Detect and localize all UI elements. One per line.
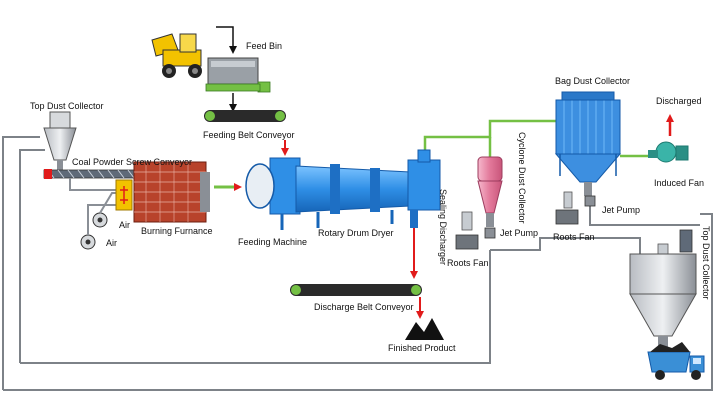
outer-return-duct bbox=[2, 136, 40, 390]
loader-to-bin-arrow bbox=[216, 26, 237, 54]
coal-powder-screw-conveyor-label: Coal Powder Screw Conveyor bbox=[72, 157, 193, 167]
jet-pump-1-label: Jet Pump bbox=[500, 228, 539, 238]
bag-dust-collector-label: Bag Dust Collector bbox=[555, 76, 631, 86]
inner-return-duct-left bbox=[19, 149, 45, 363]
jet-pump-2-label: Jet Pump bbox=[602, 205, 641, 215]
rotary-drum-dryer-icon bbox=[245, 149, 441, 230]
top-dust-collector-left-icon bbox=[43, 111, 77, 170]
feeding-belt-conveyor-icon bbox=[204, 110, 286, 122]
duct-jet-pump-2 bbox=[589, 205, 700, 226]
roots-fan-2-label: Roots Fan bbox=[553, 232, 595, 242]
return-duct-lines bbox=[2, 136, 713, 391]
top-dust-collector-right-label: Top Dust Collector bbox=[701, 226, 711, 300]
sealing-discharger-label: Sealing Discharger bbox=[438, 189, 448, 266]
finished-product-pile-icon bbox=[405, 318, 444, 340]
feeding-belt-conveyor-label: Feeding Belt Conveyor bbox=[203, 130, 295, 140]
roots-fan-1-icon bbox=[455, 211, 479, 250]
discharge-belt-conveyor-label: Discharge Belt Conveyor bbox=[314, 302, 414, 312]
top-dust-collector-right-icon bbox=[629, 229, 697, 348]
cyclone-dust-collector-label: Cyclone Dust Collector bbox=[517, 132, 527, 224]
burning-furnace-label: Burning Furnance bbox=[141, 226, 213, 236]
roots-fan-2-icon bbox=[555, 191, 579, 225]
dump-truck-icon bbox=[647, 342, 705, 380]
air-label-2: Air bbox=[106, 238, 117, 248]
feeding-machine-label: Feeding Machine bbox=[238, 237, 308, 247]
cyclone-dust-collector-icon bbox=[477, 156, 503, 227]
air-label-1: Air bbox=[119, 220, 130, 230]
air-blower-2-icon bbox=[80, 204, 125, 250]
bag-dust-collector-icon bbox=[554, 91, 622, 196]
top-dust-collector-left-label: Top Dust Collector bbox=[30, 101, 104, 111]
burning-furnace-icon bbox=[115, 161, 210, 223]
roots-fan-1-label: Roots Fan bbox=[447, 258, 489, 268]
induced-fan-label: Induced Fan bbox=[654, 178, 705, 188]
rotary-drum-dryer-label: Rotary Drum Dryer bbox=[318, 228, 394, 238]
duct-to-top-collector bbox=[490, 237, 641, 255]
feed-bin-label: Feed Bin bbox=[246, 41, 283, 51]
inner-return-duct-bottom bbox=[20, 250, 491, 364]
finished-product-label: Finished Product bbox=[388, 343, 456, 353]
bottom-return-duct bbox=[3, 213, 713, 391]
discharge-belt-conveyor-icon bbox=[290, 284, 422, 296]
discharged-label: Discharged bbox=[656, 96, 702, 106]
coal-screw-conveyor-icon bbox=[43, 169, 145, 179]
jet-pump-1-icon bbox=[484, 227, 496, 239]
air-duct-lines bbox=[423, 119, 648, 160]
coal-feed-pipe bbox=[69, 178, 118, 191]
jet-pump-2-icon bbox=[584, 195, 596, 207]
wheel-loader-icon bbox=[151, 33, 202, 78]
induced-fan-icon bbox=[648, 141, 689, 163]
feed-bin-icon bbox=[205, 57, 271, 93]
